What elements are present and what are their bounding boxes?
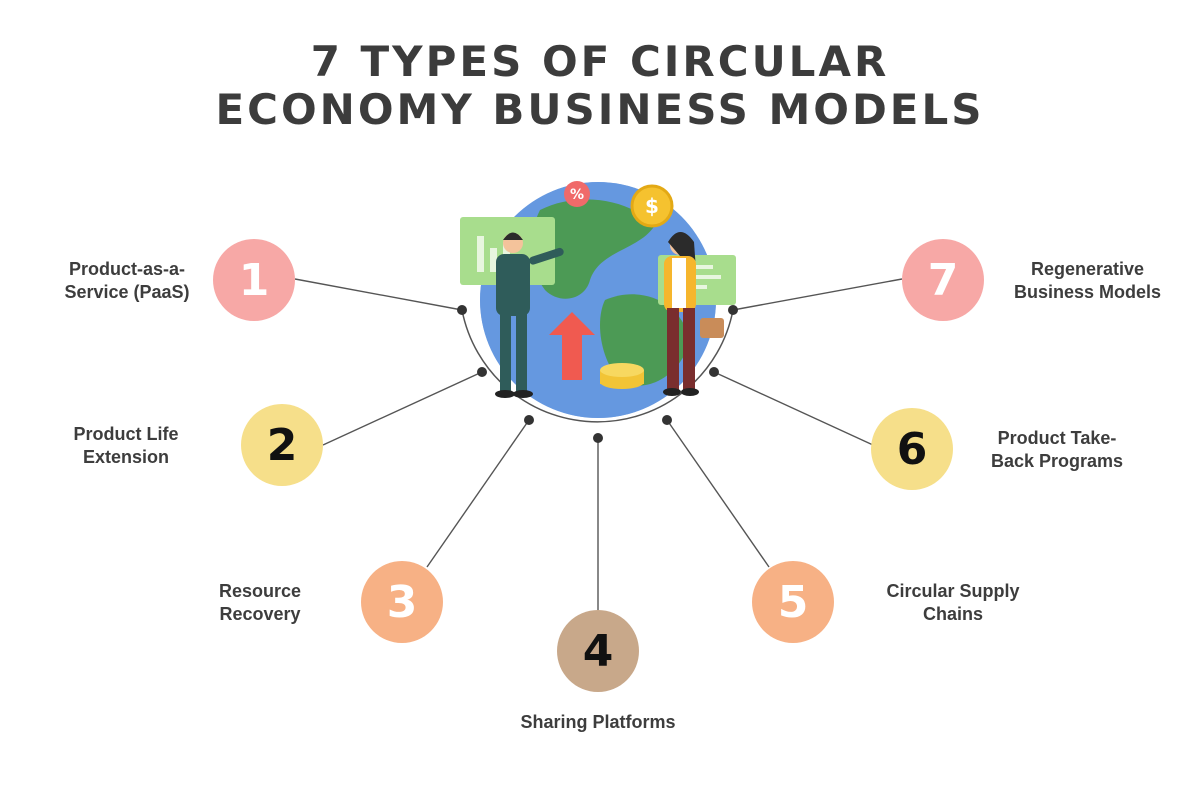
number-4: 4: [582, 625, 614, 677]
dot-3: [524, 415, 534, 425]
dot-5: [662, 415, 672, 425]
percent-badge-text: %: [570, 187, 584, 203]
label-1-line-2: Service (PaaS): [64, 282, 190, 302]
up-arrow: [549, 312, 595, 380]
dot-1: [457, 305, 467, 315]
woman-figure: [663, 232, 724, 396]
hub-arc: [461, 309, 734, 423]
label-1-line-1: Product-as-a-: [68, 259, 185, 279]
label-3-line-2: Recovery: [219, 604, 301, 624]
connector-2: [322, 371, 483, 446]
number-circle-1: 1: [213, 239, 295, 321]
junction-dots: [457, 305, 738, 443]
percent-badge: [564, 181, 590, 207]
number-2: 2: [266, 419, 298, 471]
number-circle-3: 3: [361, 561, 443, 643]
dollar-coin: [630, 184, 674, 228]
dot-7: [728, 305, 738, 315]
number-1: 1: [238, 254, 270, 306]
label-7-line-1: Regenerative: [1030, 259, 1145, 279]
label-3: Resource Recovery: [195, 580, 325, 626]
label-5-line-1: Circular Supply: [886, 581, 1020, 601]
label-4: Sharing Platforms: [488, 711, 708, 734]
label-2-line-2: Extension: [82, 447, 170, 467]
label-6: Product Take- Back Programs: [972, 427, 1142, 473]
number-circle-4: 4: [557, 610, 639, 692]
diagram-title: 7 TYPES OF CIRCULAR ECONOMY BUSINESS MOD…: [0, 38, 1200, 134]
globe-land: [530, 199, 655, 299]
connector-1: [294, 278, 463, 311]
label-1: Product-as-a- Service (PaaS): [42, 258, 212, 304]
dollar-coin-text: $: [645, 194, 659, 218]
man-figure: [495, 232, 564, 398]
number-5: 5: [777, 576, 809, 628]
dot-2: [477, 367, 487, 377]
connector-lines: [294, 278, 903, 610]
connector-5: [666, 419, 770, 568]
label-4-line-1: Sharing Platforms: [520, 712, 676, 732]
number-7: 7: [927, 254, 959, 306]
number-circle-2: 2: [241, 404, 323, 486]
label-6-line-1: Product Take-: [997, 428, 1117, 448]
label-5: Circular Supply Chains: [863, 580, 1043, 626]
number-circle-7: 7: [902, 239, 984, 321]
title-line-2: ECONOMY BUSINESS MODELS: [215, 85, 985, 134]
number-3: 3: [386, 576, 418, 628]
dot-6: [709, 367, 719, 377]
number-circle-5: 5: [752, 561, 834, 643]
globe-illustration: % $: [460, 181, 736, 418]
dot-4: [593, 433, 603, 443]
label-2: Product Life Extension: [46, 423, 206, 469]
number-circle-6: 6: [871, 408, 953, 490]
connector-7: [732, 278, 903, 311]
label-2-line-1: Product Life: [73, 424, 179, 444]
connector-6: [713, 371, 874, 446]
connector-3: [426, 419, 530, 568]
label-7: Regenerative Business Models: [1000, 258, 1175, 304]
label-7-line-2: Business Models: [1013, 282, 1162, 302]
number-6: 6: [896, 423, 928, 475]
title-line-1: 7 TYPES OF CIRCULAR: [310, 37, 890, 86]
label-3-line-1: Resource: [218, 581, 302, 601]
label-6-line-2: Back Programs: [990, 451, 1124, 471]
label-5-line-2: Chains: [922, 604, 983, 624]
